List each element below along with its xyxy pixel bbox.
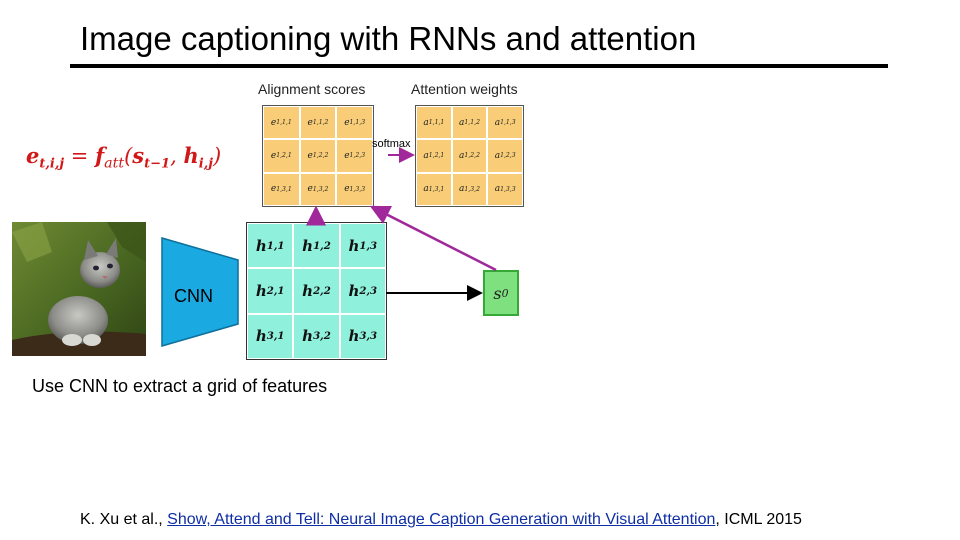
cnn-block [161, 237, 239, 347]
alignment-scores-label: Alignment scores [258, 81, 366, 97]
kitten-photo [12, 222, 146, 356]
paper-link[interactable]: Show, Attend and Tell: Neural Image Capt… [167, 511, 716, 528]
state-to-score-arrow [369, 205, 497, 272]
slide-caption: Use CNN to extract a grid of features [32, 376, 328, 396]
attention-formula: et,i,j = fatt(st−1, hi,j) [26, 143, 222, 172]
title-underline [70, 64, 888, 68]
citation: K. Xu et al., Show, Attend and Tell: Neu… [80, 511, 802, 529]
slide-title: Image captioning with RNNs and attention [80, 20, 697, 57]
citation-suffix: , ICML 2015 [715, 511, 802, 528]
citation-prefix: K. Xu et al., [80, 511, 168, 528]
attention-weights-label: Attention weights [411, 81, 518, 97]
cnn-label: CNN [174, 286, 213, 306]
